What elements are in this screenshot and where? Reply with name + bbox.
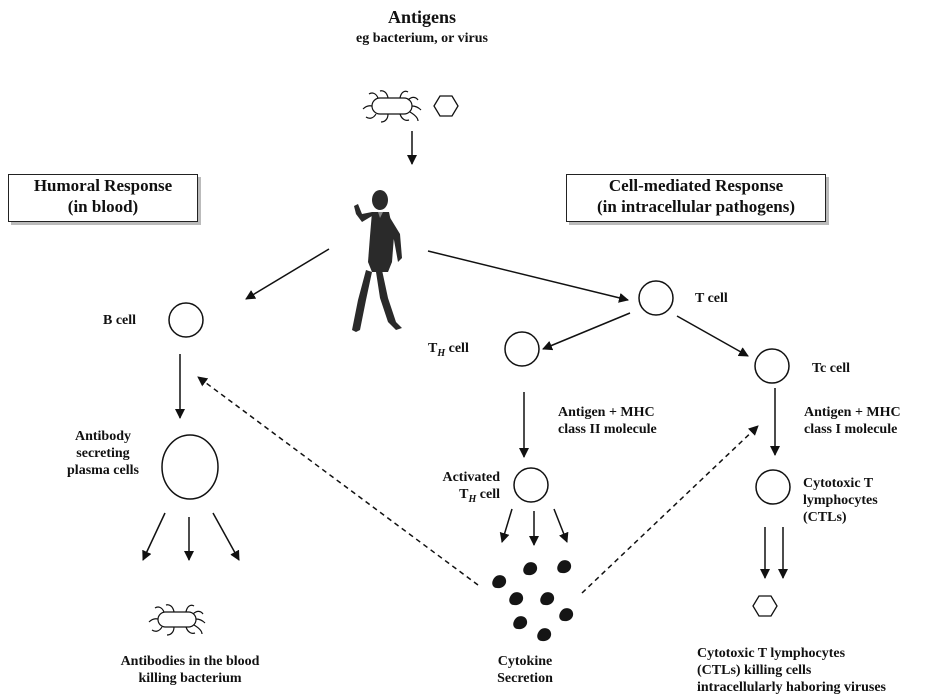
plasma-cell-circle xyxy=(161,434,219,500)
plasma-cells-label: Antibody secreting plasma cells xyxy=(67,429,139,478)
th-cell-circle xyxy=(504,331,540,367)
ctl-killing-caption: Cytotoxic T lymphocytes (CTLs) killing c… xyxy=(697,646,886,695)
ctl-cell-circle xyxy=(755,469,791,505)
antigens-subtitle: eg bacterium, or virus xyxy=(356,31,488,46)
b-cell-label: B cell xyxy=(103,313,137,328)
activated-th-cell-label: Activated TH cell xyxy=(442,470,500,505)
bacterium-icon xyxy=(362,90,422,123)
bacterium-icon xyxy=(148,604,206,636)
activated-th-cell-circle xyxy=(513,467,549,503)
mhc-class-1-label: Antigen + MHC class I molecule xyxy=(804,405,901,437)
tc-cell-circle xyxy=(754,348,790,384)
human-figure-icon xyxy=(352,190,402,332)
th-cell-label: TH cell xyxy=(428,341,469,359)
t-cell-circle xyxy=(638,280,674,316)
humoral-response-subtitle: (in blood) xyxy=(67,197,139,216)
antibodies-caption: Antibodies in the blood killing bacteriu… xyxy=(120,654,260,686)
ctl-label: Cytotoxic T lymphocytes (CTLs) xyxy=(803,476,878,525)
virus-hexagon-icon xyxy=(433,95,459,117)
humoral-response-box: Humoral Response (in blood) xyxy=(8,174,198,222)
flow-arrows xyxy=(142,131,788,579)
cell-mediated-response-title: Cell-mediated Response xyxy=(608,176,784,195)
antigens-title: Antigens xyxy=(387,7,456,27)
cell-mediated-response-subtitle: (in intracellular pathogens) xyxy=(596,197,796,216)
tc-cell-label: Tc cell xyxy=(812,361,850,376)
b-cell-circle xyxy=(168,302,204,338)
cytokine-blob-icon xyxy=(492,560,574,642)
humoral-response-title: Humoral Response xyxy=(33,176,173,195)
cell-mediated-response-box: Cell-mediated Response (in intracellular… xyxy=(566,174,826,222)
feedback-dashed-arrows xyxy=(197,376,759,594)
cells xyxy=(161,280,791,505)
virus-hexagon-icon xyxy=(752,595,778,617)
mhc-class-2-label: Antigen + MHC class II molecule xyxy=(558,405,657,437)
cytokine-caption: Cytokine Secretion xyxy=(497,654,553,686)
t-cell-label: T cell xyxy=(695,291,728,306)
